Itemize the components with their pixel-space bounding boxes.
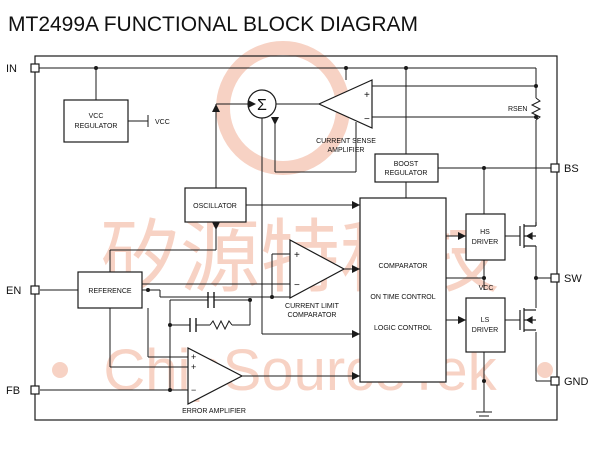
vcc-regulator-block bbox=[63, 99, 129, 143]
clc-label-2: COMPARATOR bbox=[287, 312, 336, 319]
arrow-sum-to-ctrl bbox=[352, 330, 360, 338]
pin-gnd-label: GND bbox=[564, 376, 589, 388]
hs-driver-block bbox=[465, 213, 506, 261]
ea-plus-2: + bbox=[191, 362, 196, 372]
ls-driver-label-2: DRIVER bbox=[472, 327, 498, 334]
boost-regulator-label-2: REGULATOR bbox=[385, 170, 428, 177]
reference-block bbox=[77, 271, 143, 309]
error-amplifier bbox=[187, 347, 244, 405]
logic-control-label: LOGIC CONTROL bbox=[374, 325, 432, 332]
arrow-to-ls-driver bbox=[458, 316, 466, 324]
chip-boundary bbox=[34, 55, 558, 421]
arrow-to-hs-driver bbox=[458, 232, 466, 240]
csa-plus: + bbox=[364, 90, 370, 101]
control-logic-block bbox=[359, 197, 447, 383]
clc-label-1: CURRENT LIMIT bbox=[285, 303, 340, 310]
hs-driver-label-1: HS bbox=[480, 229, 490, 236]
junction-dots bbox=[94, 66, 538, 392]
pin-en-label: EN bbox=[6, 285, 21, 297]
hs-mosfet bbox=[519, 222, 537, 248]
pin-in-pad bbox=[30, 63, 40, 73]
arrow-ea-to-ctrl bbox=[352, 372, 360, 380]
arrow-osc-down bbox=[212, 222, 220, 230]
pin-bs-pad bbox=[550, 163, 560, 173]
arrow-sum-feedback bbox=[271, 117, 279, 125]
diagram-title: MT2499A FUNCTIONAL BLOCK DIAGRAM bbox=[8, 13, 418, 36]
arrowheads bbox=[212, 100, 466, 380]
reference-label: REFERENCE bbox=[88, 288, 132, 295]
pin-gnd-pad bbox=[550, 376, 560, 386]
pin-sw-label: SW bbox=[564, 273, 582, 285]
pins: IN EN FB BS SW GND bbox=[6, 63, 589, 397]
csa-label-2: AMPLIFIER bbox=[328, 147, 365, 154]
csa-minus: − bbox=[364, 114, 370, 125]
watermark-logo-ring bbox=[216, 41, 350, 175]
summing-node-symbol: Σ bbox=[257, 97, 267, 114]
clc-minus: − bbox=[294, 280, 300, 291]
arrow-osc-to-ctrl bbox=[352, 201, 360, 209]
pin-fb-pad bbox=[30, 385, 40, 395]
boost-regulator-block bbox=[374, 153, 439, 183]
clc-plus: + bbox=[294, 250, 300, 261]
ls-mosfet bbox=[519, 308, 536, 332]
pin-bs-label: BS bbox=[564, 163, 579, 175]
oscillator-label: OSCILLATOR bbox=[193, 203, 237, 210]
pin-en-pad bbox=[30, 285, 40, 295]
pin-in-label: IN bbox=[6, 63, 17, 75]
arrow-clc-out bbox=[352, 265, 360, 273]
wires bbox=[35, 67, 551, 421]
watermark-dot-left bbox=[52, 362, 68, 378]
ea-plus-1: + bbox=[191, 352, 196, 362]
vcc-regulator-label-1: VCC bbox=[89, 113, 104, 120]
on-time-control-label: ON TIME CONTROL bbox=[370, 294, 435, 301]
watermark-dot-right bbox=[537, 362, 553, 378]
comparator-label: COMPARATOR bbox=[378, 263, 427, 270]
ls-driver-block bbox=[465, 297, 506, 353]
vcc-regulator-label-2: REGULATOR bbox=[75, 123, 118, 130]
vcc-out-label: VCC bbox=[155, 119, 170, 126]
ls-vcc-label: VCC bbox=[479, 285, 494, 292]
ls-driver-label-1: LS bbox=[481, 317, 490, 324]
pin-sw-pad bbox=[550, 273, 560, 283]
error-amplifier-label: ERROR AMPLIFIER bbox=[182, 408, 246, 415]
current-limit-comparator bbox=[289, 238, 346, 300]
oscillator-block bbox=[184, 187, 247, 223]
boost-regulator-label-1: BOOST bbox=[394, 161, 419, 168]
hs-driver-label-2: DRIVER bbox=[472, 239, 498, 246]
csa-label-1: CURRENT SENSE bbox=[316, 138, 376, 145]
rsen-label: RSEN bbox=[508, 106, 527, 113]
pin-fb-label: FB bbox=[6, 385, 20, 397]
ea-minus: − bbox=[191, 385, 196, 395]
arrow-into-sum bbox=[248, 100, 256, 108]
current-sense-amplifier bbox=[317, 79, 373, 129]
arrow-osc-up bbox=[212, 104, 220, 112]
